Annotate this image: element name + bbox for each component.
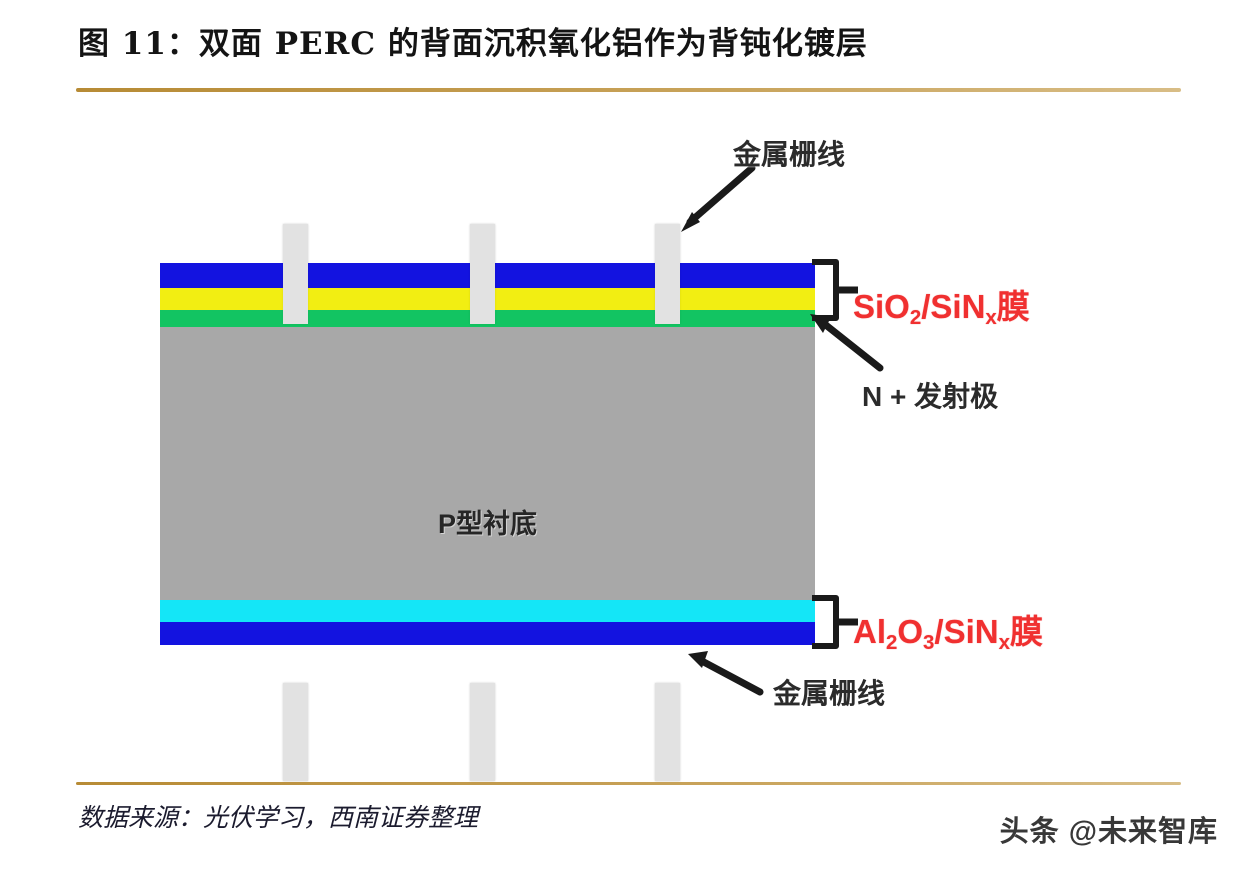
- rear-film-base2: O: [897, 613, 924, 650]
- metal-finger-bottom-1-overlay: [283, 683, 308, 781]
- callout-metal-grid-top: 金属栅线: [733, 139, 846, 170]
- layer-p-type-substrate: P型衬底: [160, 327, 815, 600]
- front-film-sub2: x: [985, 305, 997, 329]
- rear-film-suffix: 膜: [1009, 613, 1043, 650]
- rear-film-sep: /SiN: [934, 613, 999, 650]
- watermark: 头条 @未来智库: [999, 816, 1218, 848]
- front-film-suffix: 膜: [996, 288, 1030, 325]
- metal-finger-bottom-2-overlay: [470, 683, 495, 781]
- callout-metal-grid-bottom: 金属栅线: [773, 678, 886, 709]
- callout-rear-film: Al2O3/SiNx膜: [853, 605, 1043, 654]
- diagram-canvas: P型衬底: [0, 100, 1250, 781]
- layer-rear-sinx: [160, 622, 815, 645]
- front-film-base1: SiO: [853, 288, 910, 325]
- source-note: 数据来源：光伏学习，西南证券整理: [78, 803, 479, 832]
- callout-front-film: SiO2/SiNx膜: [853, 280, 1030, 329]
- callout-n-plus-emitter: N + 发射极: [862, 381, 999, 412]
- layer-rear-alumina: [160, 600, 815, 622]
- front-film-sub1: 2: [909, 305, 922, 329]
- substrate-label: P型衬底: [437, 509, 537, 539]
- rear-film-sub3: x: [998, 630, 1010, 654]
- footer-divider: [76, 782, 1181, 785]
- metal-finger-bottom-3-overlay: [655, 683, 680, 781]
- metal-finger-top-3-overlay: [655, 224, 680, 324]
- rear-film-sub2: 3: [923, 630, 935, 654]
- metal-finger-top-2-overlay: [470, 224, 495, 324]
- front-film-sep: /SiN: [921, 288, 986, 325]
- page-title: 图 11：双面 PERC 的背面沉积氧化铝作为背钝化镀层: [78, 26, 868, 62]
- rear-film-sub1: 2: [886, 630, 898, 654]
- title-divider: [76, 88, 1181, 92]
- metal-finger-top-1-overlay: [283, 224, 308, 324]
- rear-film-base1: Al: [853, 613, 886, 650]
